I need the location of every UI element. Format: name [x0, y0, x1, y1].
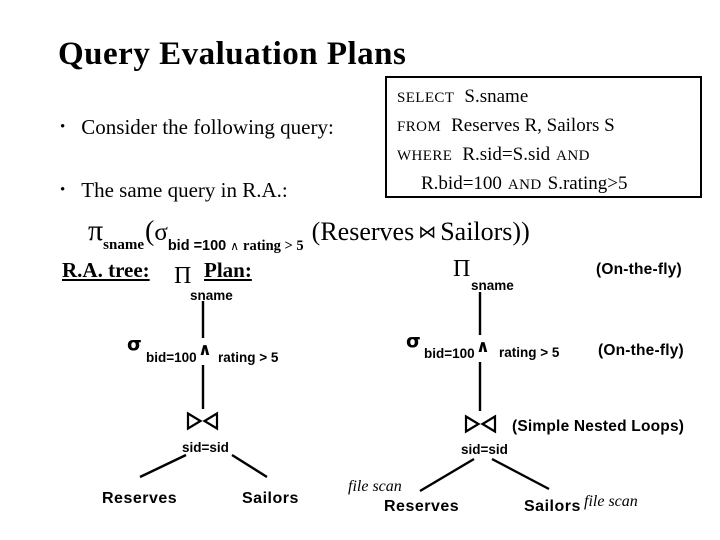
sql-line-where: WHERE R.sid=S.sid AND: [397, 141, 692, 170]
bullet-marker: •: [60, 119, 66, 135]
right-tree-edges: [419, 292, 550, 493]
right-tree-and-symbol: ∧: [476, 337, 490, 357]
bullet-item-2: • The same query in R.A.:: [60, 177, 288, 203]
right-tree-leaf-sailors: Sailors: [524, 498, 581, 515]
sql-where-predicate-2: R.bid=100: [421, 173, 502, 194]
right-tree-pi-operator: Π: [453, 256, 471, 282]
sql-line-from: FROM Reserves R, Sailors S: [397, 112, 692, 141]
left-tree-leaf-reserves: Reserves: [102, 490, 178, 507]
ra-sailors-operand: Sailors)): [440, 217, 530, 246]
bullet-item-1: • Consider the following query:: [60, 114, 334, 140]
page-title: Query Evaluation Plans: [58, 36, 407, 72]
left-tree-pi-operator: Π: [174, 263, 192, 289]
ra-tree-label: R.A. tree:: [62, 258, 150, 282]
right-tree-join-annotation: (Simple Nested Loops): [512, 418, 685, 435]
right-tree-sigma-subscript: bid=100: [424, 346, 475, 361]
sql-where-predicate: R.sid=S.sid: [462, 144, 551, 165]
join-bowtie-symbol: ⋈: [418, 222, 437, 243]
sql-line-select: SELECT S.sname: [397, 83, 692, 112]
join-bowtie-icon: [464, 414, 497, 434]
sql-from-list: Reserves R, Sailors S: [451, 115, 615, 136]
sql-keyword-and: AND: [507, 177, 542, 193]
plan-label: Plan:: [204, 258, 252, 282]
tree-edge: [139, 453, 187, 479]
tree-edge: [419, 457, 475, 493]
left-tree-join-condition: sid=sid: [182, 440, 229, 455]
tree-edge: [231, 453, 268, 479]
pi-subscript: sname: [103, 237, 144, 253]
right-tree-pi-subscript: sname: [471, 278, 514, 293]
left-tree-pi-subscript: sname: [190, 288, 233, 303]
left-tree-and-symbol: ∧: [198, 340, 212, 360]
tree-edge: [491, 457, 550, 491]
bullet-text: Consider the following query:: [81, 115, 334, 139]
sql-keyword-where: WHERE: [397, 148, 453, 164]
right-tree-condition: rating > 5: [499, 345, 560, 360]
sql-select-list: S.sname: [464, 86, 529, 107]
and-symbol: ∧: [230, 239, 240, 253]
bullet-marker: •: [60, 182, 66, 198]
left-tree-sigma-operator: σ: [127, 333, 142, 355]
join-bowtie-icon: [186, 411, 219, 431]
open-paren: (: [145, 216, 155, 247]
sigma-subscript-left: bid =100: [167, 238, 227, 254]
right-tree-file-scan-left: file scan: [348, 478, 402, 495]
sql-keyword-select: SELECT: [397, 90, 455, 106]
right-tree-sigma-annotation: (On-the-fly): [598, 342, 684, 359]
sql-where-predicate-3: S.rating>5: [547, 173, 628, 194]
right-tree-pi-annotation: (On-the-fly): [596, 261, 682, 278]
pi-operator: π: [88, 214, 104, 247]
right-tree-sigma-operator: σ: [406, 330, 421, 352]
sigma-operator: σ: [154, 219, 168, 246]
right-tree-join-condition: sid=sid: [461, 442, 508, 457]
bullet-text: The same query in R.A.:: [81, 178, 288, 202]
ra-reserves-operand: (Reserves: [311, 217, 415, 246]
sql-keyword-and: AND: [556, 148, 590, 164]
left-tree-leaf-sailors: Sailors: [242, 490, 299, 507]
sql-line-where-2: R.bid=100 AND S.rating>5: [397, 170, 692, 199]
right-tree-file-scan-right: file scan: [584, 493, 638, 510]
ra-expression: πsname(σbid =100∧rating > 5 (Reserves⋈Sai…: [88, 214, 530, 255]
right-tree-leaf-reserves: Reserves: [384, 498, 460, 515]
left-tree-condition: rating > 5: [218, 350, 279, 365]
left-tree-sigma-subscript: bid=100: [146, 350, 197, 365]
sql-keyword-from: FROM: [397, 119, 442, 135]
sigma-subscript-right: rating > 5: [243, 238, 304, 254]
